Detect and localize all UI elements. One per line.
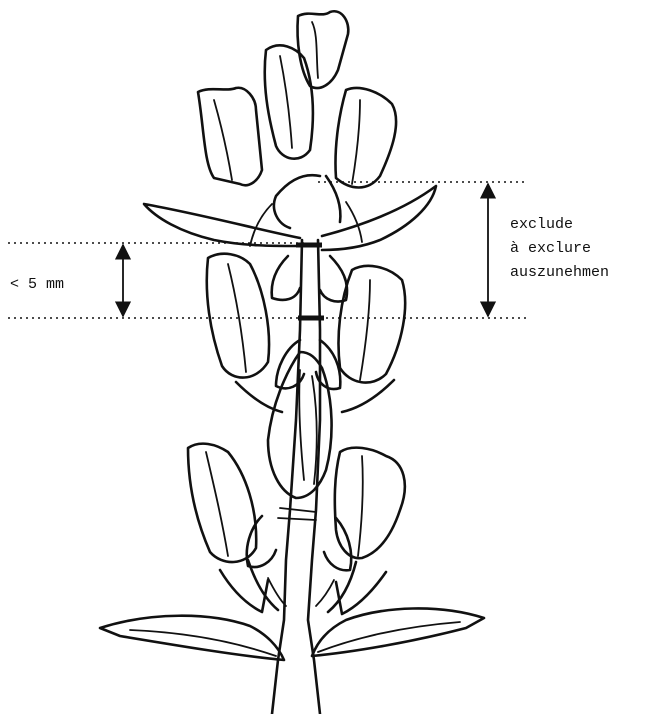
plant-drawing: [100, 11, 484, 714]
upper-bracts: [144, 186, 436, 302]
middle-flowers: [207, 254, 405, 412]
bottom-leaves: [100, 608, 484, 660]
dotted-guide-lines: [8, 182, 528, 318]
right-dimension-line-1: exclude: [510, 216, 573, 233]
top-flowers: [198, 11, 396, 228]
right-dimension-line-3: auszunehmen: [510, 264, 609, 281]
stem: [272, 240, 320, 714]
node-mark: [280, 508, 316, 512]
basal-calyces: [220, 560, 386, 614]
right-dimension-line-2: à exclure: [510, 240, 591, 257]
left-dimension-label: < 5 mm: [10, 276, 64, 293]
node-mark: [278, 518, 316, 520]
lower-flowers: [188, 444, 405, 571]
